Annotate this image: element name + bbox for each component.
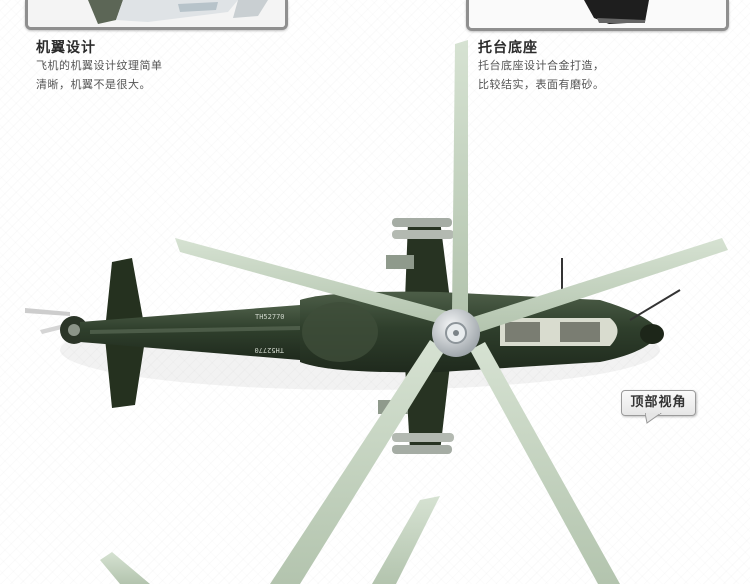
base-closeup-photo — [466, 0, 729, 31]
base-closeup-image — [469, 0, 726, 28]
feature-title-base: 托台底座 — [478, 40, 538, 56]
tail-rotor — [25, 308, 88, 344]
vertical-stabilizer-bottom — [105, 338, 145, 408]
feature-title-wing: 机翼设计 — [36, 40, 96, 56]
feature-desc-line: 飞机的机翼设计纹理简单 — [36, 59, 163, 72]
feature-desc-base: 托台底座设计合金打造， 比较结实，表面有磨砂。 — [478, 56, 648, 94]
fuselage-code-top: TH52770 — [255, 313, 285, 321]
rotor-blade — [452, 40, 468, 312]
feature-desc-line: 清晰，机翼不是很大。 — [36, 78, 151, 91]
rotor-blade — [470, 238, 728, 332]
fuselage-code-bottom: TH52770 — [254, 346, 284, 354]
rotor-blade-tip — [100, 552, 150, 584]
main-rotor — [100, 40, 728, 584]
wing-closeup-image — [28, 0, 285, 27]
rotor-blade — [470, 342, 620, 584]
feature-desc-line: 托台底座设计合金打造， — [478, 59, 605, 72]
feature-desc-wing: 飞机的机翼设计纹理简单 清晰，机翼不是很大。 — [36, 56, 206, 94]
wing-closeup-photo — [25, 0, 288, 30]
feature-desc-line: 比较结实，表面有磨砂。 — [478, 78, 605, 91]
vertical-stabilizer-top — [105, 258, 145, 330]
tail-boom — [80, 305, 300, 360]
nose-sensor — [640, 324, 664, 344]
rotor-blade — [175, 238, 450, 325]
view-angle-tag: 顶部视角 — [621, 390, 696, 416]
rotor-blade — [270, 340, 445, 584]
tag-pointer — [645, 413, 662, 424]
rotor-blade-tip — [372, 496, 440, 584]
stub-wing-top — [386, 218, 454, 300]
